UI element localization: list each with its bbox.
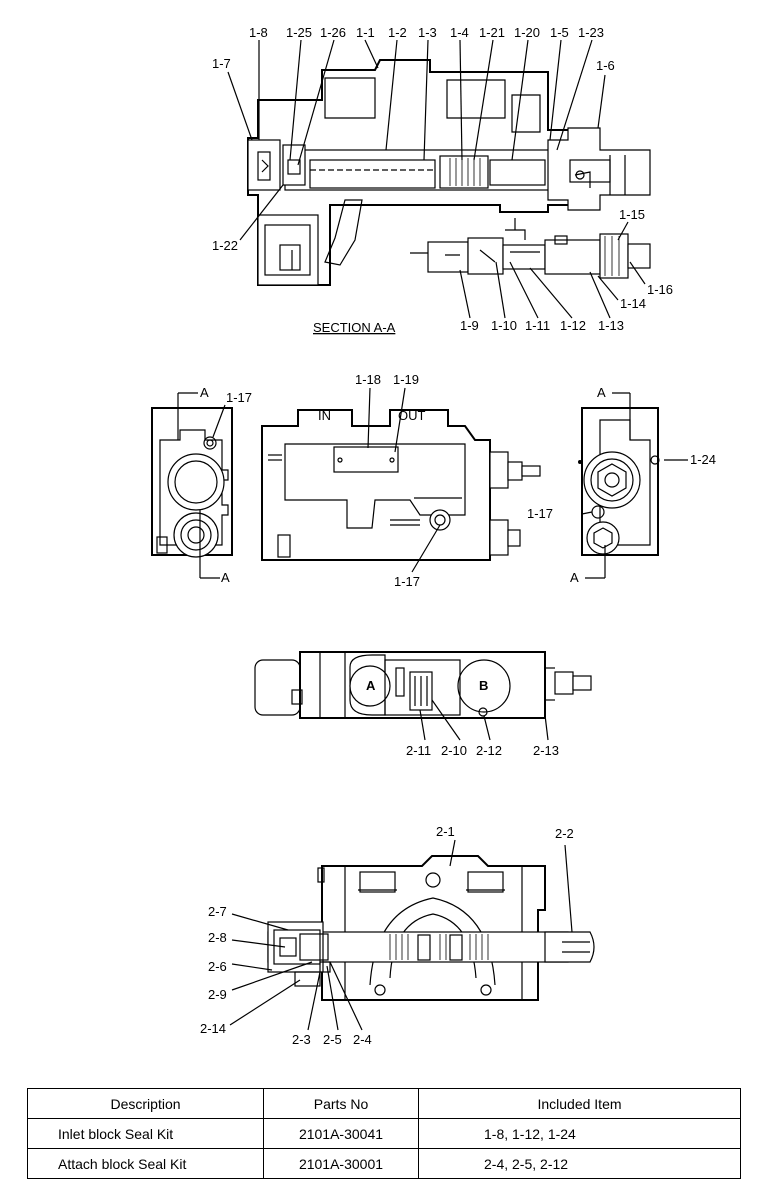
label-a-top-left: A [200,385,209,400]
label-1-25: 1-25 [286,25,312,40]
port-in-label: IN [318,408,331,423]
label-2-3: 2-3 [292,1032,311,1047]
label-2-11: 2-11 [406,743,431,758]
right-side-view: A 1-24 1-17 A [527,385,716,585]
label-1-15: 1-15 [619,207,645,222]
label-2-5: 2-5 [323,1032,342,1047]
label-1-17-right: 1-17 [527,506,553,521]
label-1-20: 1-20 [514,25,540,40]
label-1-18: 1-18 [355,372,381,387]
label-a-bottom-right: A [570,570,579,585]
label-a-bottom-left: A [221,570,230,585]
front-view: IN OUT 1-18 1-19 1-17 [261,372,541,589]
cell-parts-no: 2101A-30001 [263,1148,419,1179]
label-1-4: 1-4 [450,25,469,40]
port-a-label: A [366,678,376,693]
label-1-22: 1-22 [212,238,238,253]
label-2-4: 2-4 [353,1032,372,1047]
header-parts-no: Parts No [263,1088,419,1119]
seal-kit-table: Description Parts No Included Item Inlet… [27,1088,741,1179]
label-1-1: 1-1 [356,25,375,40]
header-description: Description [27,1088,264,1119]
label-1-21: 1-21 [479,25,505,40]
label-1-14: 1-14 [620,296,646,311]
label-2-7: 2-7 [208,904,227,919]
cell-included-item: 2-4, 2-5, 2-12 [418,1148,741,1179]
cell-description: Inlet block Seal Kit [27,1118,264,1149]
label-2-14: 2-14 [200,1021,226,1036]
attach-block-section: 2-1 2-2 2-7 2-8 2-6 2-9 2-14 2-3 2-5 2-4 [200,824,595,1047]
label-1-17-front: 1-17 [394,574,420,589]
label-1-2: 1-2 [388,25,407,40]
label-2-9: 2-9 [208,987,227,1002]
cell-parts-no: 2101A-30041 [263,1118,419,1149]
label-1-11: 1-11 [525,318,550,333]
label-2-10: 2-10 [441,743,467,758]
label-1-9: 1-9 [460,318,479,333]
label-1-7: 1-7 [212,56,231,71]
header-included-item: Included Item [418,1088,741,1119]
section-a-a-drawing: 1-8 1-25 1-26 1-1 1-2 1-3 1-4 1-21 1-20 … [212,25,673,335]
left-side-view: A 1-17 A [151,385,252,585]
label-1-6: 1-6 [596,58,615,73]
label-1-26: 1-26 [320,25,346,40]
label-1-24: 1-24 [690,452,716,467]
cell-description: Attach block Seal Kit [27,1148,264,1179]
label-1-17-left: 1-17 [226,390,252,405]
label-1-13: 1-13 [598,318,624,333]
parts-diagram: 1-8 1-25 1-26 1-1 1-2 1-3 1-4 1-21 1-20 … [151,25,716,1047]
label-2-8: 2-8 [208,930,227,945]
label-2-1: 2-1 [436,824,455,839]
label-2-13: 2-13 [533,743,559,758]
label-1-3: 1-3 [418,25,437,40]
port-b-label: B [479,678,488,693]
port-out-label: OUT [398,408,426,423]
label-2-2: 2-2 [555,826,574,841]
table-row: Attach block Seal Kit 2101A-30001 2-4, 2… [27,1148,741,1179]
label-2-6: 2-6 [208,959,227,974]
label-2-12: 2-12 [476,743,502,758]
label-1-16: 1-16 [647,282,673,297]
label-1-5: 1-5 [550,25,569,40]
attach-block-top-view: A B 2-11 2-10 2-12 2-13 [254,651,592,758]
table-header-row: Description Parts No Included Item [27,1088,741,1119]
label-a-top-right: A [597,385,606,400]
label-1-12: 1-12 [560,318,586,333]
label-1-10: 1-10 [491,318,517,333]
label-1-19: 1-19 [393,372,419,387]
table-row: Inlet block Seal Kit 2101A-30041 1-8, 1-… [27,1118,741,1149]
cell-included-item: 1-8, 1-12, 1-24 [418,1118,741,1149]
label-1-8: 1-8 [249,25,268,40]
section-title: SECTION A-A [313,320,396,335]
label-1-23: 1-23 [578,25,604,40]
